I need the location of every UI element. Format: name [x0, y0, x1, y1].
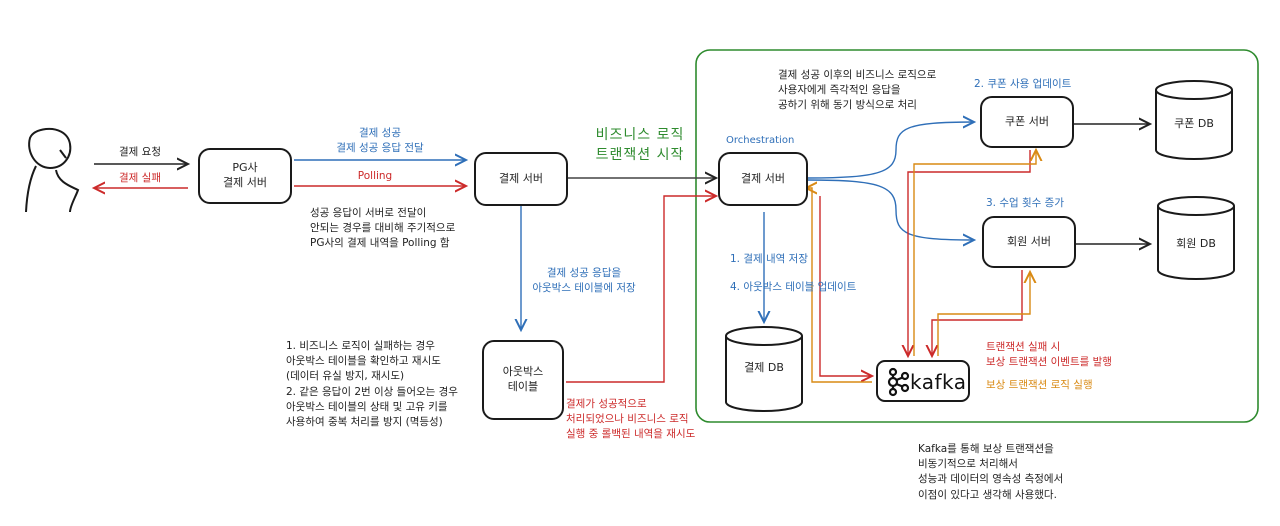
step1-label: 1. 결제 내역 저장 — [730, 253, 808, 265]
step4-label: 4. 아웃박스 테이블 업데이트 — [730, 281, 857, 293]
retry-note: 결제가 성공적으로 처리되었으나 비즈니스 로직 실행 중 롤백된 내역을 재시… — [566, 398, 696, 441]
comp-exec-label: 보상 트랜잭션 로직 실행 — [986, 379, 1093, 391]
outbox-table-node: 아웃박스 테이블 — [482, 340, 564, 420]
member-fail-arrow — [932, 270, 1023, 356]
polling-label: Polling — [357, 170, 393, 182]
success-forward-label: 결제 성공 결제 성공 응답 전달 — [336, 127, 424, 155]
orchestration-label: Orchestration — [726, 135, 795, 146]
orchestration-server-node: 결제 서버 — [718, 152, 808, 206]
biz-tx-start-label: 비즈니스 로직 트랜잭션 시작 — [595, 127, 685, 164]
pay-fail-label: 결제 실패 — [119, 172, 161, 184]
transaction-boundary — [695, 49, 1259, 423]
outbox-note: 1. 비즈니스 로직이 실패하는 경우 아웃박스 테이블을 확인하고 재시도 (… — [286, 340, 458, 429]
member-server-node: 회원 서버 — [982, 216, 1076, 268]
outbox-save-label: 결제 성공 응답을 아웃박스 테이블에 저장 — [532, 267, 636, 295]
orch-compensate-arrow — [806, 188, 872, 383]
member-increase-label: 3. 수업 횟수 증가 — [986, 197, 1064, 209]
pay-db-label: 결제 DB — [744, 361, 784, 374]
person-icon — [25, 127, 80, 213]
coupon-db-cylinder — [1155, 80, 1233, 160]
sync-note: 결제 성공 이후의 비즈니스 로직으로 사용자에게 즉각적인 응답을 공하기 위… — [778, 69, 937, 112]
pay-server-node: 결제 서버 — [474, 152, 568, 206]
pay-db-cylinder — [725, 326, 803, 412]
kafka-wordmark: kafka — [910, 370, 967, 394]
coupon-compensate-arrow — [913, 150, 1036, 356]
member-compensate-arrow — [937, 272, 1030, 356]
coupon-server-node: 쿠폰 서버 — [980, 96, 1074, 148]
member-update-arrow — [807, 179, 974, 240]
member-db-cylinder — [1157, 196, 1235, 280]
polling-note: 성공 응답이 서버로 전달이 안되는 경우를 대비해 주기적으로 PG사의 결제… — [310, 207, 456, 250]
pay-request-label: 결제 요청 — [119, 146, 161, 158]
member-db-label: 회원 DB — [1176, 237, 1216, 250]
kafka-logo-icon — [887, 367, 910, 397]
kafka-node: kafka — [876, 360, 970, 402]
tx-fail-label: 트랜잭션 실패 시 보상 트랜잭션 이벤트를 발행 — [986, 341, 1112, 369]
orch-fail-arrow — [819, 196, 872, 376]
coupon-update-arrow — [807, 122, 974, 179]
kafka-note: Kafka를 통해 보상 트랜잭션을 비동기적으로 처리해서 성능과 데이터의 … — [918, 443, 1064, 501]
coupon-update-label: 2. 쿠폰 사용 업데이트 — [974, 78, 1072, 90]
coupon-db-label: 쿠폰 DB — [1174, 117, 1214, 130]
retry-arrow — [566, 196, 716, 383]
pg-server-node: PG사 결제 서버 — [198, 148, 292, 204]
